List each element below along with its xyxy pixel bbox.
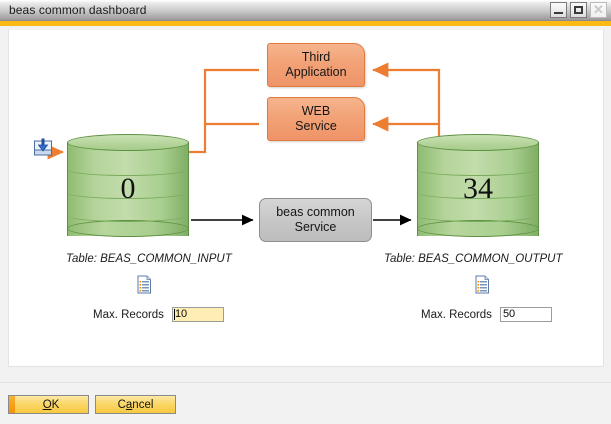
cylinder-bottom (417, 220, 539, 237)
web-service-box[interactable]: WEB Service (267, 97, 365, 141)
input-max-records-value: 10 (174, 308, 188, 320)
input-table-label: Table: BEAS_COMMON_INPUT (66, 253, 232, 265)
input-database-cylinder[interactable]: 0 (66, 134, 189, 244)
diagram-canvas: 0 34 Table: BEAS_COMMON_INPUT Table: BEA… (8, 30, 604, 367)
title-bar: beas common dashboard ✕ (0, 0, 611, 21)
output-max-records-value: 50 (502, 308, 516, 320)
output-database-cylinder[interactable]: 34 (416, 134, 539, 244)
close-button: ✕ (590, 2, 607, 18)
ok-label-suffix: K (51, 398, 60, 411)
output-max-records-row: Max. Records 50 (421, 307, 552, 322)
output-table-label: Table: BEAS_COMMON_OUTPUT (384, 253, 563, 265)
window-controls: ✕ (550, 2, 607, 18)
input-record-count: 0 (120, 172, 136, 205)
service-line1: beas common (276, 205, 355, 219)
output-max-records-field[interactable]: 50 (499, 307, 552, 322)
cancel-button[interactable]: Cancel (95, 395, 176, 414)
output-record-count: 34 (463, 172, 493, 205)
cancel-label-suffix: ncel (132, 398, 154, 411)
ok-button[interactable]: OK (8, 395, 89, 414)
input-max-records-row: Max. Records 10 (93, 307, 224, 322)
import-icon[interactable] (33, 137, 53, 157)
footer-bar: OK Cancel (0, 382, 611, 424)
cylinder-top (417, 134, 539, 151)
output-document-icon[interactable] (474, 275, 490, 294)
cylinder-bottom (67, 220, 189, 237)
input-max-records-field[interactable]: 10 (171, 307, 224, 322)
minimize-icon (551, 3, 566, 17)
close-icon: ✕ (593, 2, 604, 17)
input-document-icon[interactable] (136, 275, 152, 294)
web-service-line1: WEB (301, 104, 331, 118)
output-max-records-label: Max. Records (421, 308, 492, 321)
third-application-line1: Third (301, 50, 331, 64)
ok-accel: O (42, 398, 52, 411)
beas-common-service-box[interactable]: beas common Service (259, 198, 372, 242)
maximize-button[interactable] (570, 2, 587, 18)
minimize-button[interactable] (550, 2, 567, 18)
cylinder-top (67, 134, 189, 151)
text-caret (173, 309, 175, 320)
window-title: beas common dashboard (9, 3, 147, 17)
cancel-accel: a (125, 398, 133, 411)
third-application-line2: Application (285, 65, 347, 79)
right-edge (604, 26, 611, 382)
service-line2: Service (294, 220, 337, 234)
third-application-box[interactable]: Third Application (267, 43, 365, 87)
maximize-icon (571, 3, 586, 17)
accent-bar (0, 21, 611, 26)
web-service-line2: Service (295, 119, 337, 133)
input-max-records-label: Max. Records (93, 308, 164, 321)
left-edge (0, 26, 8, 382)
cancel-label-prefix: C (117, 398, 126, 411)
